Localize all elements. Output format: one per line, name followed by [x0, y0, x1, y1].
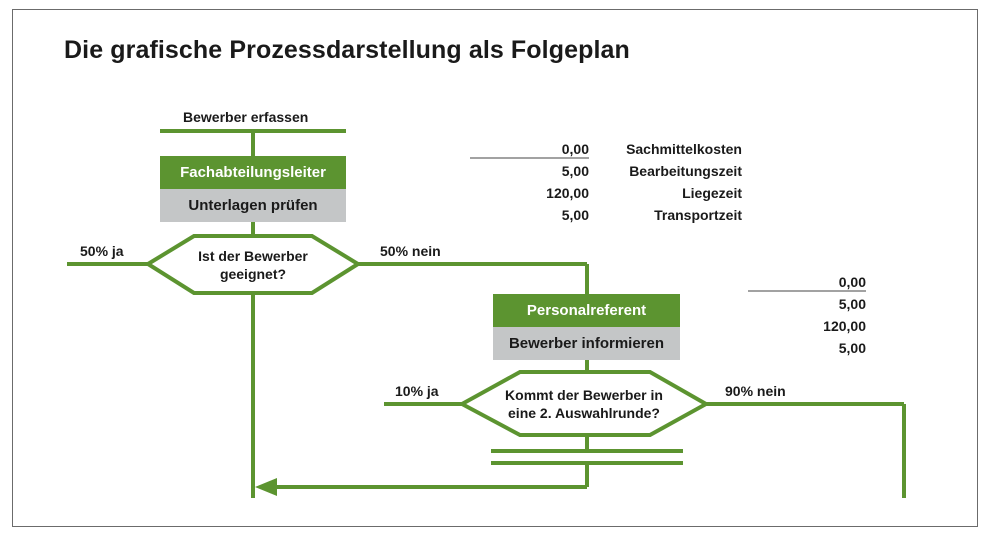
cost-table1-value: 5,00 — [561, 207, 589, 223]
decision1-line2: geeignet? — [219, 266, 287, 282]
cost-table1-name: Bearbeitungszeit — [629, 163, 742, 179]
step2-task-box: Bewerber informieren — [493, 327, 680, 360]
cost-table2-value: 0,00 — [838, 274, 866, 290]
cost-table1-value: 120,00 — [546, 185, 589, 201]
start-label: Bewerber erfassen — [183, 109, 309, 125]
cost-table1-value: 5,00 — [561, 163, 589, 179]
decision1-line1: Ist der Bewerber — [198, 248, 308, 264]
cost-table2-value: 5,00 — [838, 340, 866, 356]
cost-table2-value: 5,00 — [838, 296, 866, 312]
decision2-yes-label: 10% ja — [395, 383, 439, 399]
step1-task-box: Unterlagen prüfen — [160, 189, 346, 222]
decision2-line2: eine 2. Auswahlrunde? — [508, 405, 660, 421]
cost-table1-name: Liegezeit — [682, 185, 742, 201]
decision1-yes-label: 50% ja — [80, 243, 124, 259]
step1-role-box: Fachabteilungsleiter — [160, 156, 346, 189]
cost-table1-name: Transportzeit — [654, 207, 742, 223]
step2-role-box: Personalreferent — [493, 294, 680, 327]
cost-table2-value: 120,00 — [823, 318, 866, 334]
diagram-frame — [12, 9, 978, 527]
return-arrowhead — [255, 478, 277, 496]
decision2-text: Kommt der Bewerber in eine 2. Auswahlrun… — [494, 386, 674, 422]
cost-table1-name: Sachmittelkosten — [626, 141, 742, 157]
decision2-no-label: 90% nein — [725, 383, 786, 399]
page-title: Die grafische Prozessdarstellung als Fol… — [64, 36, 630, 64]
decision1-text: Ist der Bewerber geeignet? — [178, 247, 328, 283]
decision2-line1: Kommt der Bewerber in — [505, 387, 663, 403]
decision1-no-label: 50% nein — [380, 243, 441, 259]
cost-table1-value: 0,00 — [561, 141, 589, 157]
